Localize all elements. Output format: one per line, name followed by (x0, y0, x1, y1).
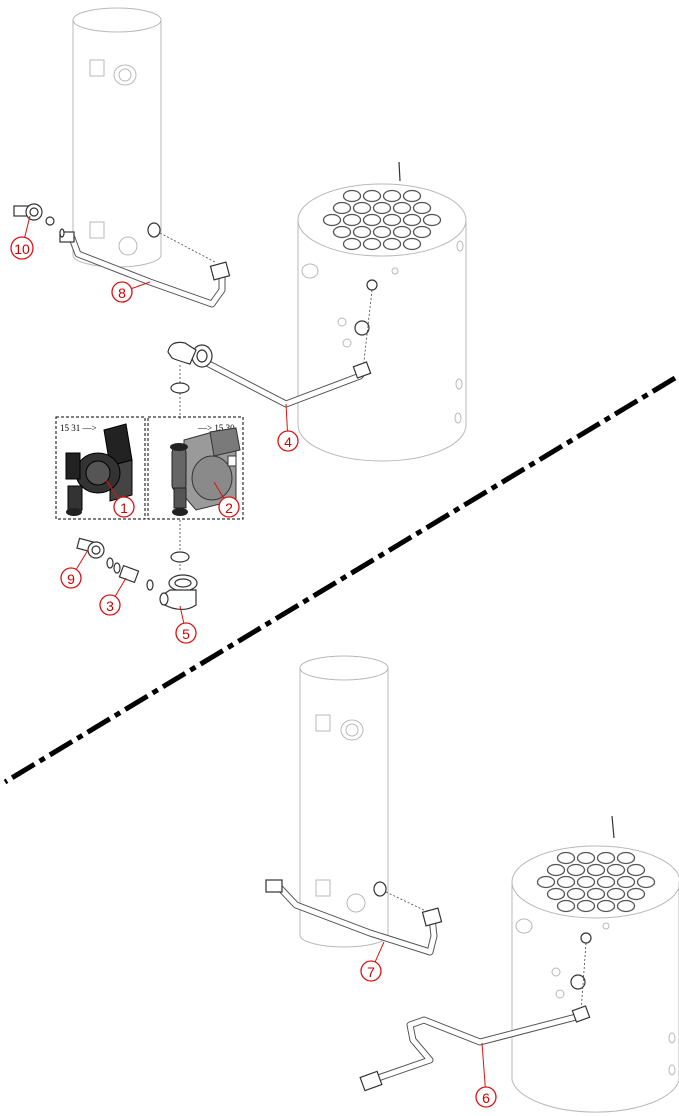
callout-3: 3 (99, 577, 127, 616)
section-divider (3, 375, 677, 785)
tank-hole (626, 863, 646, 877)
tank-hole (616, 875, 636, 889)
callout-number: 8 (118, 285, 126, 301)
callout-10: 10 (10, 215, 34, 260)
callout-8: 8 (111, 281, 151, 303)
pump-box-left: 15 31 —> (55, 416, 146, 520)
callout-number: 2 (225, 500, 233, 516)
callout-circle (277, 430, 299, 452)
tank-hole (576, 875, 596, 889)
callout-circle (99, 594, 121, 616)
tall-tank-top (72, 7, 162, 268)
tank-hole (576, 899, 596, 913)
tank-hole (412, 225, 432, 239)
tank-hole (382, 213, 402, 227)
tank-hole (596, 899, 616, 913)
callout-circle (360, 960, 382, 982)
tank-hole (402, 237, 422, 251)
tank-hole (586, 887, 606, 901)
tank-hole (616, 899, 636, 913)
tank-hole (606, 887, 626, 901)
callout-number: 10 (14, 241, 30, 257)
tank-hole (566, 887, 586, 901)
callout-9: 9 (60, 549, 89, 589)
tank-hole (596, 851, 616, 865)
tank-hole (372, 201, 392, 215)
tank-hole (352, 201, 372, 215)
tank-hole (556, 851, 576, 865)
pump-axis (170, 365, 190, 570)
tank-hole (606, 863, 626, 877)
tank-hole (596, 875, 616, 889)
callout-number: 1 (120, 500, 128, 516)
tank-hole (332, 201, 352, 215)
pump-right-label: —> 15 30 (197, 423, 235, 433)
pump-box-right: —> 15 30 (147, 416, 244, 520)
tank-hole (342, 189, 362, 203)
tank-hole (402, 213, 422, 227)
callout-1: 1 (105, 479, 135, 518)
callout-circle (475, 1086, 497, 1108)
tank-hole (342, 213, 362, 227)
callout-5: 5 (175, 605, 197, 644)
boiler-tank-top (297, 161, 467, 462)
callout-circle (175, 622, 197, 644)
tank-hole (576, 851, 596, 865)
callout-2: 2 (213, 481, 240, 518)
callout-layer: 1 2 3 4 5 6 7 8 9 10 (10, 215, 497, 1108)
callout-circle (111, 281, 133, 303)
tank-hole (392, 225, 412, 239)
tank-hole (636, 875, 656, 889)
tank-hole (546, 863, 566, 877)
tank-hole (362, 189, 382, 203)
tank-hole (352, 225, 372, 239)
tank-hole (362, 213, 382, 227)
tank-hole (322, 213, 342, 227)
tank-hole (362, 237, 382, 251)
boiler-tank-bottom (511, 815, 679, 1113)
callout-7: 7 (360, 941, 385, 982)
tank-hole (616, 851, 636, 865)
tank-hole (412, 201, 432, 215)
tank-hole (566, 863, 586, 877)
tank-hole (372, 225, 392, 239)
tank-hole (556, 899, 576, 913)
callout-circle (60, 567, 82, 589)
pipe-part-6 (359, 1005, 591, 1092)
tank-hole (342, 237, 362, 251)
callout-4: 4 (277, 403, 299, 452)
tank-hole (332, 225, 352, 239)
pump-left-label: 15 31 —> (60, 423, 97, 433)
callout-number: 5 (182, 626, 190, 642)
callout-number: 9 (67, 571, 75, 587)
callout-number: 7 (367, 964, 375, 980)
fittings-lower (76, 537, 198, 611)
tank-hole (382, 189, 402, 203)
tank-hole (536, 875, 556, 889)
tank-hole (556, 875, 576, 889)
tank-hole (402, 189, 422, 203)
tank-hole (382, 237, 402, 251)
pipe-part-7 (265, 879, 443, 956)
callout-circle (10, 236, 34, 260)
tank-hole (586, 863, 606, 877)
callout-6: 6 (475, 1042, 497, 1108)
pipe-part-8 (59, 222, 231, 308)
tank-hole (392, 201, 412, 215)
callout-circle (218, 496, 240, 518)
tank-hole (546, 887, 566, 901)
tank-hole (626, 887, 646, 901)
tall-tank-bottom (299, 655, 389, 948)
callout-number: 3 (106, 598, 114, 614)
callout-circle (113, 496, 135, 518)
valve-part-10 (13, 203, 65, 238)
callout-number: 6 (482, 1090, 490, 1106)
tank-hole (422, 213, 442, 227)
pipe-part-4 (167, 341, 372, 408)
callout-number: 4 (284, 434, 292, 450)
